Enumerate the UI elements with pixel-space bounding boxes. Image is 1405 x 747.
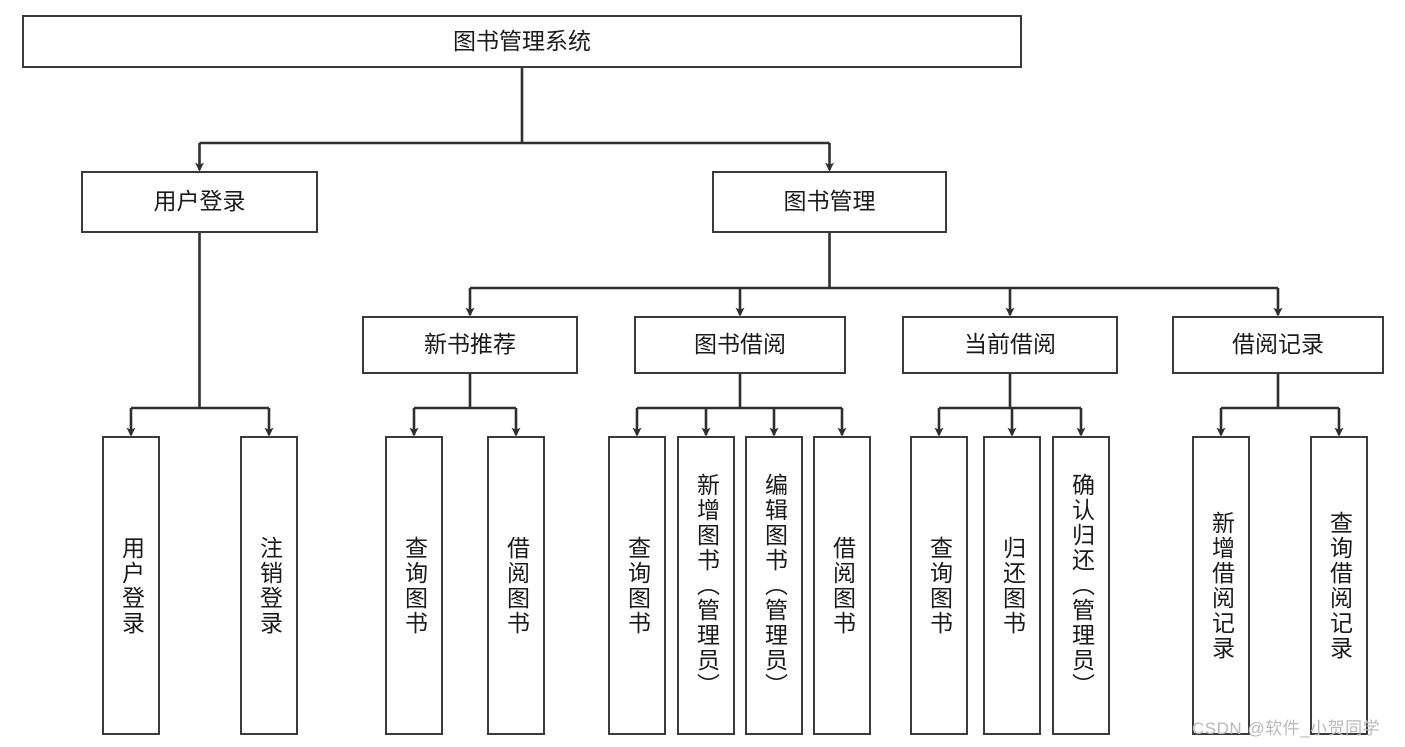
node-label-leaf-10: 归还图书	[999, 535, 1026, 636]
node-label-borrow: 图书借阅	[694, 331, 786, 358]
node-label-current: 当前借阅	[964, 331, 1056, 358]
node-label-newbook: 新书推荐	[424, 331, 516, 358]
node-label-leaf-6: 新增图书（管理员）	[693, 473, 720, 698]
node-label-login: 用户登录	[153, 188, 246, 215]
node-label-records: 借阅记录	[1232, 331, 1324, 358]
node-box-leaf-11[interactable]: 确认归还（管理员）	[1052, 436, 1110, 735]
node-label-leaf-13: 查询借阅记录	[1326, 510, 1353, 661]
node-box-leaf-13[interactable]: 查询借阅记录	[1310, 436, 1368, 735]
node-box-leaf-2[interactable]: 注销登录	[240, 436, 298, 735]
node-box-leaf-5[interactable]: 查询图书	[608, 436, 666, 735]
node-box-leaf-6[interactable]: 新增图书（管理员）	[677, 436, 735, 735]
node-label-leaf-5: 查询图书	[624, 535, 651, 636]
node-box-leaf-4[interactable]: 借阅图书	[487, 436, 545, 735]
node-box-root[interactable]: 图书管理系统	[22, 15, 1022, 68]
node-label-leaf-7: 编辑图书（管理员）	[761, 473, 788, 698]
node-label-leaf-3: 查询图书	[401, 535, 428, 636]
node-box-newbook[interactable]: 新书推荐	[362, 316, 578, 374]
node-label-leaf-1: 用户登录	[118, 535, 145, 636]
node-box-leaf-3[interactable]: 查询图书	[385, 436, 443, 735]
node-box-leaf-12[interactable]: 新增借阅记录	[1192, 436, 1250, 735]
node-label-root: 图书管理系统	[453, 27, 591, 54]
node-label-leaf-8: 借阅图书	[829, 535, 856, 636]
node-box-leaf-9[interactable]: 查询图书	[910, 436, 968, 735]
node-box-bookmgr[interactable]: 图书管理	[712, 171, 947, 233]
node-box-leaf-7[interactable]: 编辑图书（管理员）	[745, 436, 803, 735]
node-box-leaf-10[interactable]: 归还图书	[983, 436, 1041, 735]
node-label-leaf-4: 借阅图书	[503, 535, 530, 636]
node-box-borrow[interactable]: 图书借阅	[634, 316, 846, 374]
node-label-bookmgr: 图书管理	[783, 188, 876, 215]
node-label-leaf-12: 新增借阅记录	[1208, 510, 1235, 661]
node-box-records[interactable]: 借阅记录	[1172, 316, 1384, 374]
node-box-leaf-8[interactable]: 借阅图书	[813, 436, 871, 735]
node-label-leaf-9: 查询图书	[926, 535, 953, 636]
node-box-login[interactable]: 用户登录	[81, 171, 318, 233]
watermark-label: CSDN @软件_小贺同学	[1192, 719, 1381, 738]
node-label-leaf-2: 注销登录	[256, 535, 283, 636]
node-box-leaf-1[interactable]: 用户登录	[102, 436, 160, 735]
node-box-current[interactable]: 当前借阅	[902, 316, 1118, 374]
node-label-leaf-11: 确认归还（管理员）	[1068, 473, 1095, 698]
